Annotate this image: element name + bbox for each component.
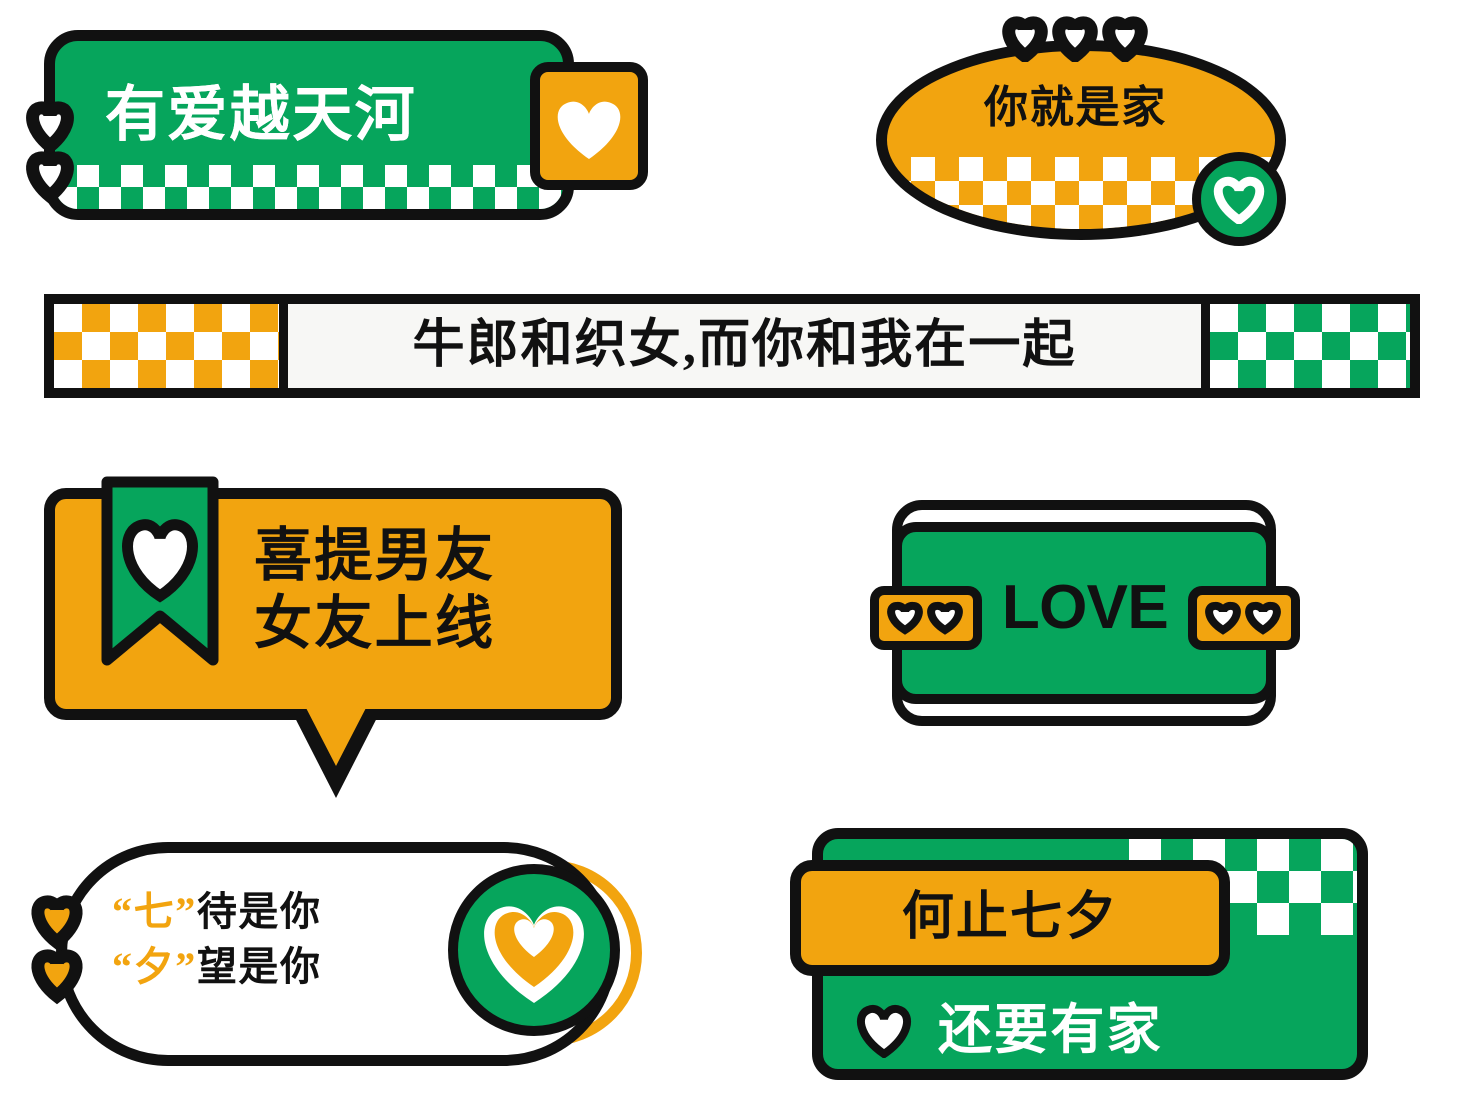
heart-tab-right[interactable]	[1188, 586, 1300, 650]
green-title-row: 还要有家	[852, 1002, 1163, 1058]
bubble-tail-fill	[304, 704, 368, 766]
heart-circle-badge[interactable]	[1192, 152, 1286, 246]
green-card-body: 有爱越天河	[44, 30, 574, 220]
double-heart-icon	[1205, 601, 1281, 635]
quote-open-1: “	[112, 889, 134, 934]
heart-icon	[1213, 176, 1265, 224]
checkerboard-right	[1210, 304, 1410, 388]
banner-green-double[interactable]: 何止七夕 还要有家	[790, 828, 1370, 1082]
checkerboard-left	[54, 304, 279, 388]
quote-open-2: “	[112, 944, 134, 990]
top-heart-icons	[1000, 14, 1150, 67]
heart-icon	[484, 906, 584, 1003]
banner-white-pill[interactable]: “七”待是你 “夕”望是你	[31, 836, 644, 1082]
quoted-char-2: 夕	[133, 944, 176, 990]
banner-title: 有爱越天河	[105, 82, 417, 148]
quote-close-2: ”	[175, 944, 197, 990]
banner-title: 你就是家	[984, 83, 1168, 132]
heart-tab-left[interactable]	[870, 586, 982, 650]
pill-line-1: “七”待是你	[112, 884, 322, 939]
banner-title: LOVE	[1001, 573, 1169, 642]
bookmark-ribbon	[99, 476, 221, 668]
banner-title-line1: 喜提男友	[254, 523, 496, 588]
heart-square-badge[interactable]	[530, 62, 648, 190]
heart-icon	[857, 1005, 911, 1058]
pill-text-block: “七”待是你 “夕”望是你	[112, 884, 322, 994]
banner-title: 牛郎和织女,而你和我在一起	[412, 317, 1077, 374]
bubble-body	[44, 488, 622, 720]
quote-close-1: ”	[175, 889, 197, 934]
strip-frame: 牛郎和织女,而你和我在一起	[44, 294, 1420, 398]
banner-title: 喜提男友 女友上线	[254, 522, 495, 659]
checkerboard-strip	[55, 165, 563, 209]
banner-long-strip[interactable]: 牛郎和织女,而你和我在一起	[44, 294, 1420, 398]
side-heart-icons	[26, 888, 88, 1015]
heart-icon	[557, 101, 621, 159]
bar-title: 何止七夕	[901, 889, 1119, 946]
banner-orange-ellipse[interactable]: 你就是家	[860, 14, 1300, 254]
banner-title-line2: 女友上线	[254, 591, 496, 657]
body-title: 还要有家	[938, 1000, 1163, 1060]
strip-text-area: 牛郎和织女,而你和我在一起	[288, 304, 1201, 388]
double-heart-icon	[887, 601, 963, 635]
side-heart-icons	[22, 96, 78, 208]
pill-line-2-rest: 望是你	[196, 944, 322, 990]
banner-green-card[interactable]: 有爱越天河	[26, 30, 648, 220]
pill-line-2: “夕”望是你	[112, 939, 322, 994]
pill-line-1-rest: 待是你	[196, 889, 322, 934]
nested-heart-disc[interactable]	[448, 864, 620, 1036]
banner-speech-bubble[interactable]: 喜提男友 女友上线	[44, 476, 654, 798]
orange-title-bar[interactable]: 何止七夕	[790, 860, 1230, 976]
banner-love-plate[interactable]: LOVE	[870, 500, 1300, 730]
quoted-char-1: 七	[133, 889, 176, 934]
